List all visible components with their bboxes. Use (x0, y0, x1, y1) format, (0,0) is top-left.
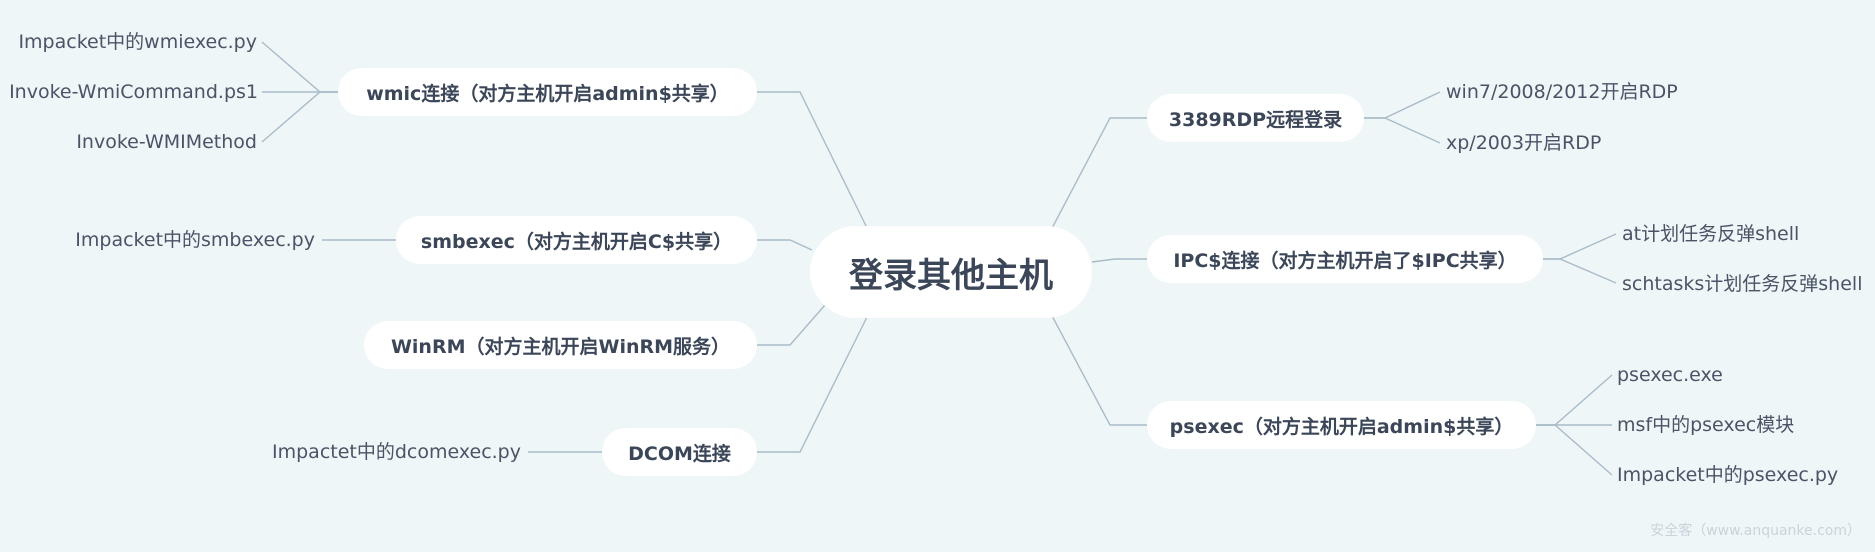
connector-wmic-leaf-3 (261, 91, 338, 143)
branch-node-winrm[interactable]: WinRM（对方主机开启WinRM服务） (364, 321, 757, 369)
connector-root-wmic (757, 91, 869, 231)
connector-ipc-leaf-1 (1543, 233, 1617, 260)
branch-node-smbexec[interactable]: smbexec（对方主机开启C$共享） (396, 216, 757, 264)
connector-ipc-leaf-2 (1543, 258, 1617, 284)
connector-root-winrm (757, 304, 826, 346)
leaf-psexec-2[interactable]: msf中的psexec模块 (1617, 414, 1795, 436)
branch-node-psexec[interactable]: psexec（对方主机开启admin$共享） (1147, 401, 1536, 449)
leaf-rdp-2[interactable]: xp/2003开启RDP (1446, 132, 1602, 154)
leaf-ipc-2[interactable]: schtasks计划任务反弹shell (1622, 273, 1863, 295)
leaf-ipc-1[interactable]: at计划任务反弹shell (1622, 223, 1800, 245)
leaf-psexec-1[interactable]: psexec.exe (1617, 364, 1723, 386)
leaf-wmic-1[interactable]: Impacket中的wmiexec.py (18, 31, 257, 53)
connector-root-psexec (1049, 311, 1147, 426)
connector-root-smbexec (757, 239, 813, 251)
connector-root-rdp (1049, 117, 1147, 233)
connector-root-ipc (1091, 258, 1147, 263)
connector-wmic-leaf-1 (261, 41, 338, 93)
root-node[interactable]: 登录其他主机 (810, 226, 1092, 318)
connector-rdp-leaf-1 (1364, 91, 1441, 119)
leaf-psexec-3[interactable]: Impacket中的psexec.py (1617, 464, 1839, 486)
leaf-rdp-1[interactable]: win7/2008/2012开启RDP (1446, 81, 1678, 103)
branch-node-wmic[interactable]: wmic连接（对方主机开启admin$共享） (338, 68, 757, 116)
watermark: 安全客（www.anquanke.com） (1650, 523, 1861, 539)
branch-node-dcom[interactable]: DCOM连接 (602, 428, 757, 476)
leaf-dcom-1[interactable]: Impactet中的dcomexec.py (272, 441, 521, 463)
connector-psexec-leaf-3 (1536, 424, 1613, 476)
connector-rdp-leaf-2 (1364, 117, 1441, 144)
leaf-wmic-2[interactable]: Invoke-WmiCommand.ps1 (9, 81, 258, 103)
connector-psexec-leaf-1 (1536, 374, 1613, 426)
leaf-wmic-3[interactable]: Invoke-WMIMethod (76, 131, 257, 153)
connector-root-dcom (757, 314, 869, 453)
leaf-smbexec-1[interactable]: Impacket中的smbexec.py (75, 229, 315, 251)
branch-node-rdp[interactable]: 3389RDP远程登录 (1147, 94, 1364, 142)
branch-node-ipc[interactable]: IPC$连接（对方主机开启了$IPC共享） (1147, 235, 1543, 283)
